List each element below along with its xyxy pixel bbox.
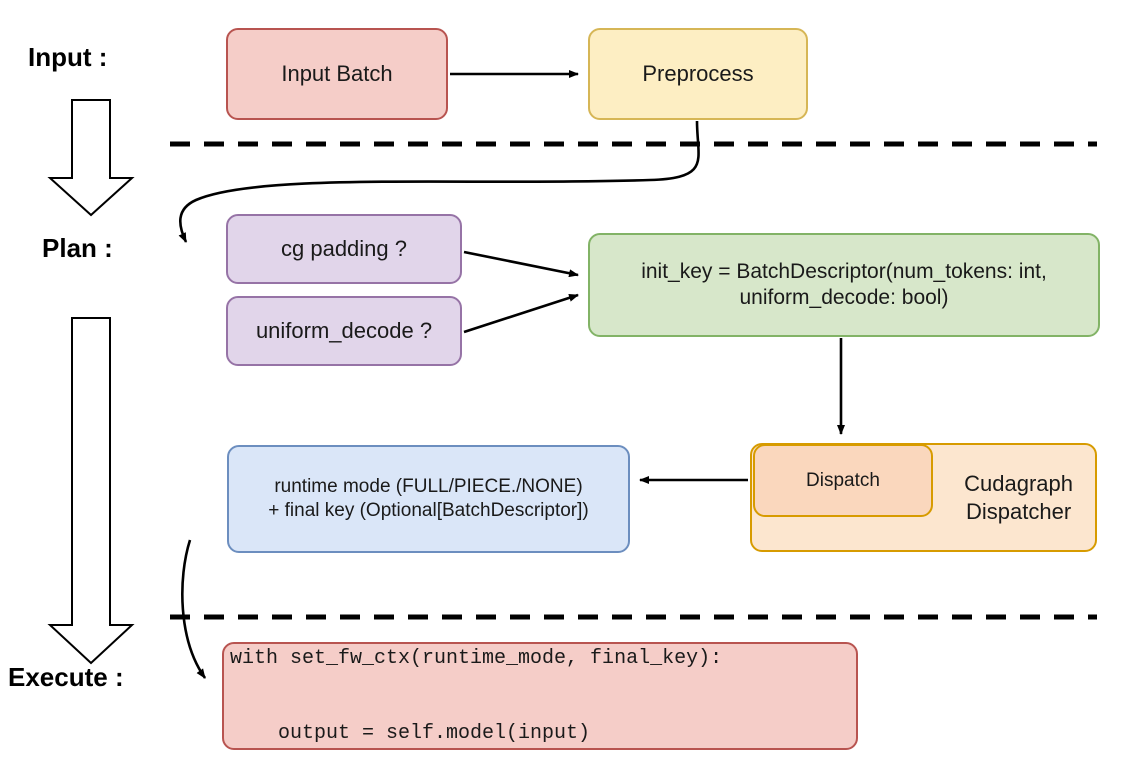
node-cg-padding-label: cg padding ?	[281, 236, 407, 262]
code-line-1: with set_fw_ctx(runtime_mode, final_key)…	[230, 647, 723, 670]
node-cudagraph-dispatcher-line-2: Dispatcher	[965, 498, 1072, 524]
node-input-batch[interactable]: Input Batch	[226, 28, 448, 120]
node-runtime-mode-line-1: runtime mode (FULL/PIECE./NONE)	[274, 476, 583, 498]
node-uniform-decode[interactable]: uniform_decode ?	[226, 296, 462, 366]
node-init-key-line-1: init_key = BatchDescriptor(num_tokens: i…	[641, 259, 1047, 283]
node-uniform-decode-label: uniform_decode ?	[255, 318, 433, 344]
stage-arrow-plan-to-execute	[47, 317, 135, 665]
stage-label-input: Input :	[28, 42, 108, 72]
edge-runtime-mode-to-code-block	[181, 539, 207, 679]
code-line-2: output = self.model(input)	[230, 722, 591, 745]
node-preprocess-label: Preprocess	[642, 61, 754, 87]
node-cudagraph-dispatcher-line-1: Cudagraph	[964, 471, 1073, 496]
node-input-batch-label: Input Batch	[281, 61, 393, 87]
node-init-key[interactable]: init_key = BatchDescriptor(num_tokens: i…	[588, 233, 1100, 337]
node-code-block[interactable]: with set_fw_ctx(runtime_mode, final_key)…	[222, 642, 858, 750]
stage-label-execute: Execute :	[8, 662, 124, 692]
stage-label-plan: Plan :	[42, 233, 113, 263]
edge-cg-padding-to-init-key	[463, 250, 579, 278]
node-preprocess[interactable]: Preprocess	[588, 28, 808, 120]
stage-arrow-input-to-plan	[47, 99, 135, 217]
node-dispatch[interactable]: Dispatch	[753, 444, 933, 517]
node-runtime-mode[interactable]: runtime mode (FULL/PIECE./NONE) + final …	[227, 445, 630, 553]
node-runtime-mode-line-2: + final key (Optional[BatchDescriptor])	[268, 500, 589, 521]
node-cg-padding[interactable]: cg padding ?	[226, 214, 462, 284]
node-dispatch-label: Dispatch	[806, 469, 880, 491]
edge-uniform-decode-to-init-key	[463, 293, 579, 334]
node-init-key-line-2: uniform_decode: bool)	[739, 286, 949, 309]
